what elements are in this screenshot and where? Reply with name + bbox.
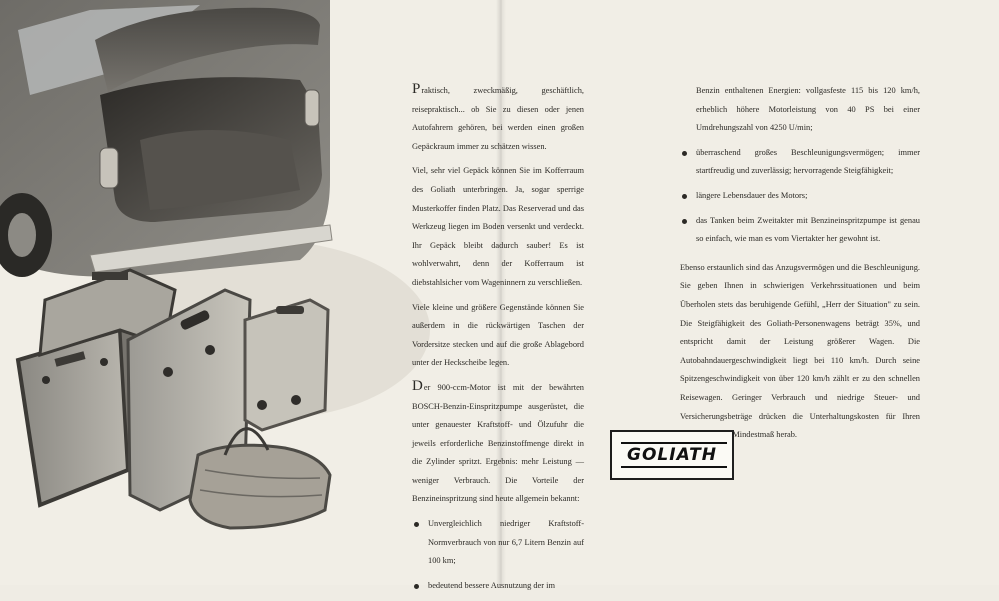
paragraph-text: er 900-ccm-Motor ist mit der bewährten B… (412, 382, 584, 504)
paragraph-acceleration: Ebenso erstaunlich sind das Anzugsvermög… (680, 259, 920, 445)
tail-light-right (304, 89, 320, 127)
list-item-text: bedeutend bessere Ausnutzung der im (428, 580, 555, 590)
list-item-text: überraschend großes Beschleunigungsvermö… (696, 147, 920, 176)
paragraph-luggage-intro: Praktisch, zweckmäßig, geschäftlich, rei… (412, 82, 584, 156)
left-text-column: Praktisch, zweckmäßig, geschäftlich, rei… (412, 82, 584, 601)
dropcap-p: P (412, 81, 421, 97)
list-item-text: das Tanken beim Zweitakter mit Benzinein… (696, 215, 920, 244)
brochure-spread: Praktisch, zweckmäßig, geschäftlich, rei… (0, 0, 920, 590)
list-item-text: Unvergleichlich niedriger Kraftstoff-Nor… (428, 519, 584, 566)
goliath-logo: GOLIATH (610, 430, 734, 480)
paragraph-text: Viele kleine und größere Gegenstände kön… (412, 302, 584, 368)
list-item: Unvergleichlich niedriger Kraftstoff-Nor… (412, 515, 584, 571)
paragraph-text: raktisch, zweckmäßig, geschäftlich, reis… (412, 86, 584, 151)
bullet-dot-icon (682, 150, 687, 156)
trunk-floor (140, 130, 300, 210)
wheel-hub (8, 213, 36, 257)
list-item: das Tanken beim Zweitakter mit Benzinein… (680, 212, 920, 249)
left-bullet-list: Unvergleichlich niedriger Kraftstoff-Nor… (412, 515, 584, 595)
paragraph-text: Ebenso erstaunlich sind das Anzugsvermög… (680, 262, 920, 440)
car-trunk-luggage-photo (0, 0, 430, 530)
bullet-dot-icon (414, 522, 419, 528)
list-item: überraschend großes Beschleunigungsvermö… (680, 144, 920, 181)
paragraph-text: Viel, sehr viel Gepäck können Sie im Kof… (412, 166, 584, 287)
logo-bottom-stroke (621, 466, 727, 468)
bullet-dot-icon (682, 218, 687, 224)
logo-top-stroke (621, 442, 727, 444)
paragraph-trunk-space: Viel, sehr viel Gepäck können Sie im Kof… (412, 162, 584, 292)
paragraph-text: Benzin enthaltenen Energien: vollgasfest… (696, 86, 920, 133)
handbag (188, 427, 332, 530)
page-fold (496, 0, 506, 585)
bullet-dot-icon (682, 193, 687, 199)
list-item-text: längere Lebensdauer des Motors; (696, 190, 808, 200)
rear-bumper (89, 224, 333, 273)
trunk-lid (95, 7, 320, 93)
suitcase-right (243, 298, 330, 432)
logo-wordmark: GOLIATH (621, 442, 727, 468)
right-text-column: Benzin enthaltenen Energien: vollgasfest… (680, 82, 920, 451)
dropcap-d: D (412, 377, 423, 394)
paragraph-energy: Benzin enthaltenen Energien: vollgasfest… (680, 82, 920, 138)
tail-light (99, 147, 119, 189)
list-item: bedeutend bessere Ausnutzung der im (412, 577, 584, 596)
paragraph-pockets: Viele kleine und größere Gegenstände kön… (412, 299, 584, 373)
logo-text: GOLIATH (627, 445, 717, 465)
paragraph-engine: Der 900-ccm-Motor ist mit der bewährten … (412, 377, 584, 509)
list-item: längere Lebensdauer des Motors; (680, 187, 920, 206)
right-bullet-list: überraschend großes Beschleunigungsvermö… (680, 144, 920, 249)
